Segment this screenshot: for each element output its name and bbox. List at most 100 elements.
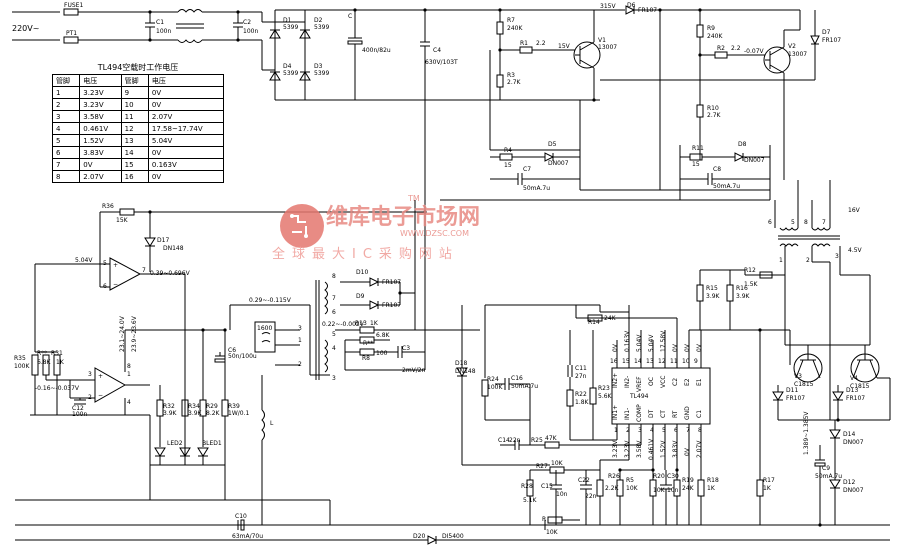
r5-value: 10K	[626, 485, 639, 492]
r14-value: 24K	[604, 315, 617, 322]
c22-label: C22	[578, 477, 590, 484]
svg-text:5.04V: 5.04V	[636, 334, 643, 352]
svg-text:5: 5	[332, 331, 336, 338]
svg-text:17.58V: 17.58V	[660, 330, 667, 352]
inductor-label: L	[270, 420, 274, 427]
r15-label: R15	[706, 285, 718, 292]
watermark-subtitle: 全球最大IC采购网站	[272, 246, 459, 262]
r27-value: 10K	[551, 460, 564, 467]
r20-value: 10K	[653, 487, 666, 494]
svg-text:3: 3	[332, 375, 336, 382]
r31-value: 1K	[56, 359, 65, 366]
r26-label: R26	[608, 473, 620, 480]
r18-label: R18	[707, 477, 719, 484]
svg-text:8: 8	[332, 273, 336, 280]
r-star-small: R**	[363, 340, 373, 347]
table-cell: 3.58V	[79, 110, 122, 123]
d18-value: DN148	[455, 368, 476, 375]
table-cell: 2	[51, 98, 81, 111]
r35-value: 100K	[14, 363, 30, 370]
d5-label: D5	[548, 141, 557, 148]
output-rectifiers: D10 FR107 D9 FR107	[340, 200, 416, 330]
d7-value: FR107	[822, 37, 841, 44]
led-indicator-section: R32 3.9K R34 3.9K R29 8.2K R39 1W/0.1 LE…	[149, 305, 274, 525]
r32-value: 3.9K	[163, 410, 178, 417]
thermistor-label: PT1	[66, 30, 77, 37]
ic-top-pin-voltages: 0V 0.163V 5.04V 5.04V 17.58V 0V 0V 0V	[612, 330, 703, 352]
svg-text:RT: RT	[672, 410, 679, 418]
table-cell: 0V	[147, 86, 225, 99]
bulk-capacitor-section: C 400n/82u C4 630V/103T 315V	[340, 3, 616, 370]
v2-label: V2	[788, 43, 796, 50]
r9-label: R9	[707, 25, 715, 32]
c9-label: C9	[822, 465, 830, 472]
d3-label: D3	[314, 63, 323, 70]
table-cell: 1	[51, 86, 81, 99]
svg-text:VREF: VREF	[636, 376, 643, 392]
v1-value: 13007	[598, 44, 617, 51]
c3-label: C3	[402, 345, 410, 352]
table-cell: 16	[120, 170, 149, 183]
table-cell: 0V	[147, 146, 225, 159]
v1-transistor-symbol	[573, 41, 601, 69]
svg-text:0V: 0V	[696, 343, 703, 352]
power-xfmr-voltage-2: 0.22~-0.002V	[322, 321, 365, 328]
v4-label: V4	[850, 375, 858, 382]
watermark-logo-icon	[280, 204, 324, 248]
svg-text:3.83V: 3.83V	[672, 440, 679, 458]
svg-text:3.23V: 3.23V	[624, 440, 631, 458]
c30-label: C30	[667, 473, 679, 480]
c-label: C	[348, 13, 352, 20]
v3-value: C1815	[794, 381, 814, 388]
r-star-value: 6.8K	[37, 359, 52, 366]
ic-top-pin-numbers: 16 15 14 13 12 11 10 9	[610, 358, 698, 365]
svg-text:6: 6	[674, 427, 678, 434]
r24-value: 100K	[487, 384, 503, 391]
r27-label: R27	[536, 463, 548, 470]
svg-text:0.163V: 0.163V	[624, 330, 631, 352]
svg-text:E1: E1	[696, 378, 703, 386]
v1-label: V1	[598, 37, 606, 44]
ic-bottom-pin-numbers: 1 2 3 4 5 6 7 8	[614, 427, 702, 434]
svg-text:11: 11	[670, 358, 678, 365]
table-cell: 5.04V	[147, 134, 225, 147]
table-cell: 15	[120, 158, 149, 171]
svg-text:1.52V: 1.52V	[660, 440, 667, 458]
tl494-voltage-table: TL494空载时工作电压 管脚 电压 管脚 电压 1 3.23V 9 0V 2 …	[51, 61, 225, 183]
svg-text:3: 3	[88, 371, 92, 378]
svg-text:0.461V: 0.461V	[648, 438, 655, 460]
rb-value: 10K	[546, 529, 559, 536]
d12-value: DN007	[843, 487, 864, 494]
c14-value: 22n	[509, 437, 521, 444]
right-voltage-label: 1.389~1.385V	[803, 411, 810, 455]
d12-label: D12	[843, 479, 855, 486]
c8-label: C8	[713, 166, 721, 173]
bridge-rectifier: D1 5399 D2 5399 D4 5399 D3 5399	[262, 9, 340, 101]
c7-value: 50mA.7u	[523, 185, 550, 192]
led2-label: LED2	[167, 440, 183, 447]
svg-text:IN1-: IN1-	[624, 408, 631, 420]
svg-text:8: 8	[127, 363, 131, 370]
r14-label: R14	[588, 319, 600, 326]
r16-value: 3.9K	[736, 293, 751, 300]
table-cell: 10	[120, 98, 149, 111]
table-header: 管脚	[51, 74, 81, 87]
c4-value: 630V/103T	[425, 59, 458, 66]
d1-label: D1	[283, 17, 292, 24]
opamp-b-plus: +	[98, 373, 103, 380]
d8-value: DN007	[744, 157, 765, 164]
table-header: 电压	[147, 74, 225, 87]
r2-label: R2	[717, 45, 725, 52]
opamp-a-minus: −	[113, 281, 118, 288]
opamp-b-symbol	[94, 367, 127, 403]
r31-label: R31	[51, 350, 63, 357]
svg-text:16: 16	[610, 358, 618, 365]
c12-value: 100n	[72, 411, 87, 418]
table-cell: 0V	[79, 158, 122, 171]
d14-label: D14	[843, 431, 855, 438]
transistor-v1-section: R7 240K R1 2.2 15V V1 13007 R3 2.7K	[489, 10, 617, 151]
c10-label: C10	[235, 513, 247, 520]
table-cell: 1.52V	[79, 134, 122, 147]
svg-text:3.23V: 3.23V	[612, 440, 619, 458]
table-cell: 0.461V	[79, 122, 122, 135]
